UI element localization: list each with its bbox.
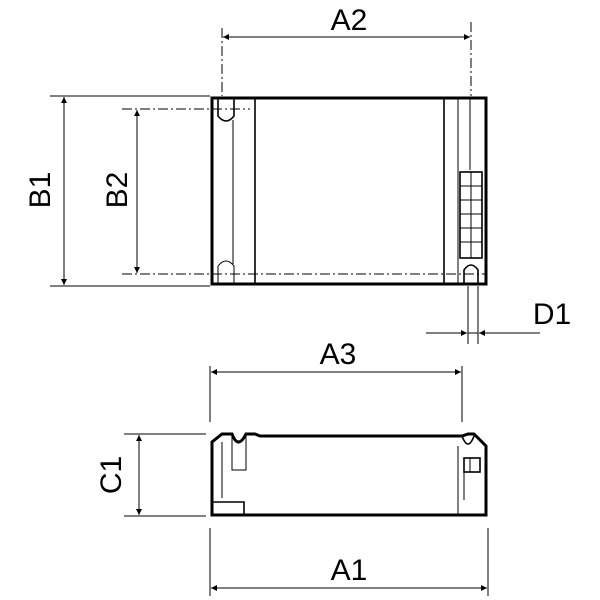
side-view-extension-lines [124,366,489,596]
side-view-body [210,432,488,517]
dimension-b1: B1 [24,97,67,285]
b1-label: B1 [24,172,57,209]
side-terminal [463,457,481,473]
top-view-extension-lines [50,22,486,344]
dimension-d1: D1 [426,298,571,336]
a1-label: A1 [331,554,368,587]
dimension-c1: C1 [95,435,142,515]
left-mounting-slot [217,98,235,122]
dimension-a3: A3 [211,338,461,375]
side-left-foot [212,501,245,515]
d1-label: D1 [533,298,571,331]
top-view [210,96,488,286]
side-view [210,432,488,517]
c1-label: C1 [95,456,128,494]
dimension-a1: A1 [211,554,487,591]
side-left-slot-body [231,434,247,471]
a2-label: A2 [331,4,368,37]
terminal-block [459,171,483,259]
a3-label: A3 [320,338,357,371]
dimension-b2: B2 [101,110,140,273]
right-mounting-slot [463,264,479,284]
b2-label: B2 [101,172,134,209]
top-view-body [210,96,488,286]
dimension-a2: A2 [223,4,470,40]
side-right-slot [461,435,475,445]
left-lower-notch [217,260,235,284]
